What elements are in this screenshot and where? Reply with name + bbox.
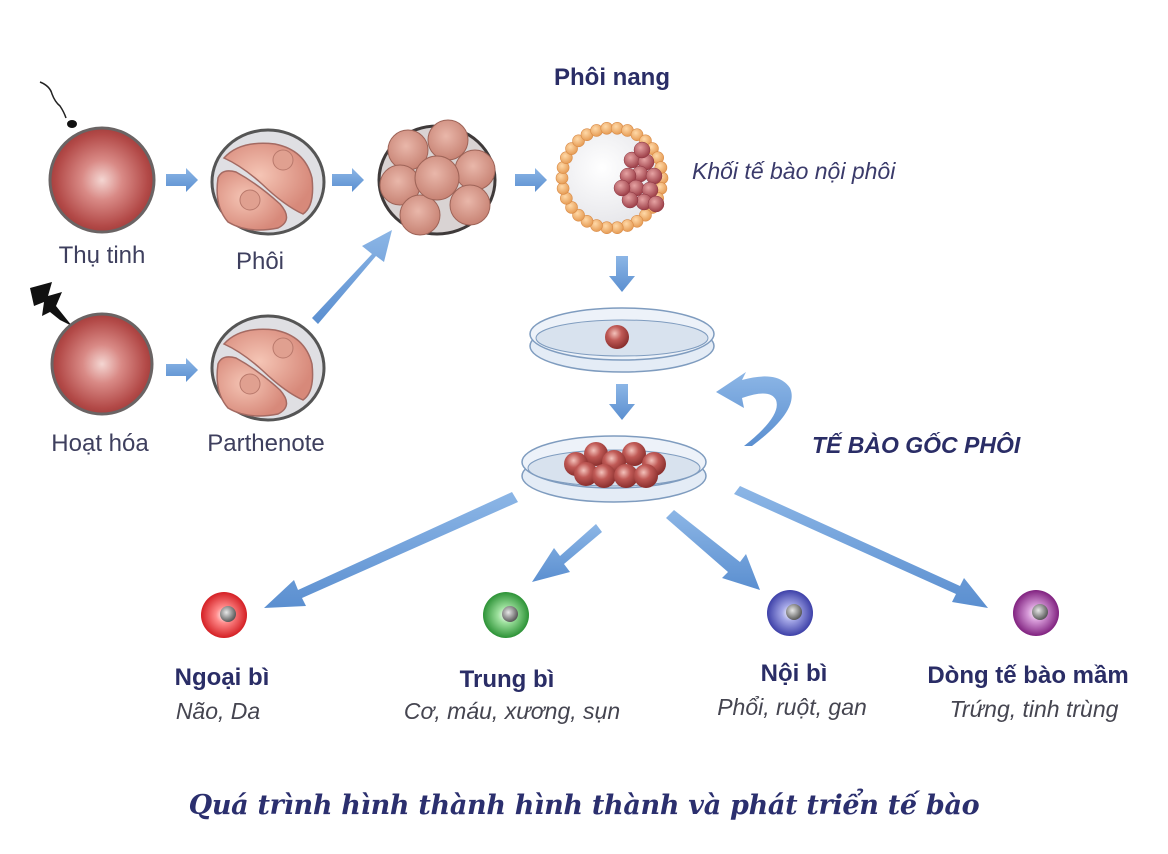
- stem-cell: [574, 462, 598, 486]
- germ-layer-name: Nội bì: [760, 660, 828, 687]
- arrow-to-ectoderm-icon: [264, 492, 518, 608]
- stem-cell: [614, 464, 638, 488]
- figure-caption: Quá trình hình thành hình thành và phát …: [188, 790, 980, 821]
- trophoblast-cell: [590, 124, 603, 137]
- germ-layer-name: Trung bì: [459, 666, 555, 693]
- two-cell-embryo: [210, 128, 326, 236]
- label-embryo: Phôi: [235, 248, 285, 275]
- germ-layer-examples: Phổi, ruột, gan: [717, 694, 867, 720]
- label-embryonic-stem-cells: TẾ BÀO GỐC PHÔI: [812, 432, 1021, 458]
- inner-mass-cell: [621, 191, 639, 209]
- label-inner-cell-mass: Khối tế bào nội phôi: [692, 158, 896, 184]
- endoderm-cell: [767, 590, 813, 636]
- stem-cell: [592, 464, 616, 488]
- arrow-down-icon: [609, 384, 635, 420]
- germ-layer-examples: Trứng, tinh trùng: [949, 696, 1119, 722]
- arrow-right-icon: [166, 168, 198, 192]
- germ-layer-examples: Cơ, máu, xương, sụn: [403, 698, 621, 724]
- germ-layer-name: Ngoại bì: [174, 664, 270, 691]
- trophoblast-cell: [600, 221, 614, 235]
- label-blastocyst: Phôi nang: [554, 64, 670, 91]
- arrow-to-germline-icon: [734, 486, 988, 608]
- blastocyst: [555, 121, 669, 235]
- fertilized-egg: [48, 126, 156, 234]
- stem-cell: [622, 442, 646, 466]
- arrow-down-icon: [609, 256, 635, 292]
- trophoblast-cell: [610, 121, 624, 135]
- trophoblast-cell: [621, 219, 634, 232]
- arrow-right-icon: [166, 358, 198, 382]
- germ-layer-examples: Não, Da: [175, 698, 261, 724]
- inner-mass-cell: [645, 167, 663, 185]
- inner-mass-cell: [613, 179, 631, 197]
- petri-dish-colony: [521, 435, 707, 503]
- self-renewal-curved-arrow-icon: [716, 372, 792, 446]
- morula: [377, 119, 497, 236]
- petri-dish-single: [529, 307, 715, 373]
- parthenote-embryo: [210, 314, 326, 422]
- activated-egg: [50, 312, 154, 416]
- mesoderm-cell: [483, 592, 529, 638]
- germ-layer-name: Dòng tế bào mầm: [927, 662, 1129, 689]
- stem-cell: [584, 442, 608, 466]
- label-activation: Hoạt hóa: [51, 430, 149, 457]
- arrow-to-mesoderm-icon: [532, 524, 602, 582]
- label-parthenote: Parthenote: [207, 430, 325, 457]
- arrow-right-icon: [515, 168, 547, 192]
- arrow-right-icon: [332, 168, 364, 192]
- inner-mass-cell: [633, 141, 651, 159]
- inner-mass-cell: [647, 195, 665, 213]
- label-fertilization: Thụ tinh: [58, 242, 146, 269]
- stem-cell: [634, 464, 658, 488]
- arrow-to-endoderm-icon: [666, 510, 760, 590]
- lightning-icon: [30, 282, 72, 326]
- sperm-icon: [39, 81, 77, 128]
- germline-cell: [1013, 590, 1059, 636]
- arrow-diagonal-icon: [312, 230, 392, 324]
- ectoderm-cell: [201, 592, 247, 638]
